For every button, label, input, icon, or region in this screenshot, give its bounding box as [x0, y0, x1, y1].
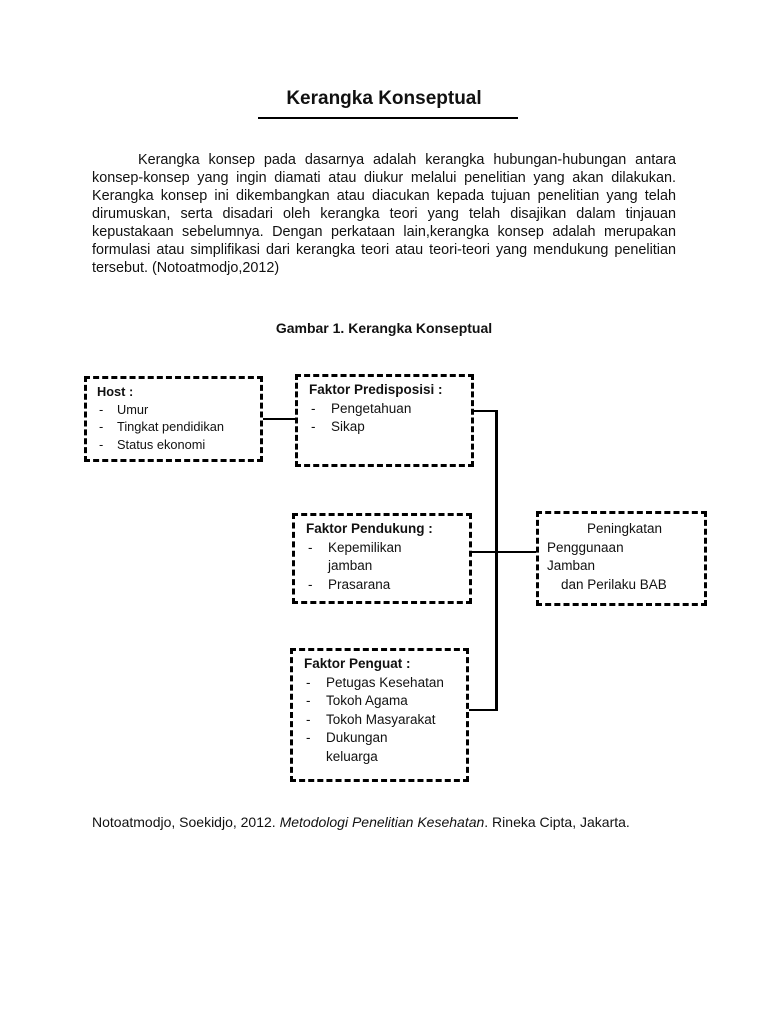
host-box: Host : Umur Tingkat pendidikan Status ek… [84, 376, 263, 462]
host-item: Umur [97, 401, 260, 419]
reference-book-title: Metodologi Penelitian Kesehatan [279, 814, 485, 830]
penguat-box: Faktor Penguat : Petugas Kesehatan Tokoh… [290, 648, 469, 782]
connector-pendukung-stub [472, 551, 496, 553]
penguat-item: Tokoh Masyarakat [304, 711, 454, 730]
title-underline [258, 117, 518, 119]
host-item: Tingkat pendidikan [97, 418, 260, 436]
figure-caption: Gambar 1. Kerangka Konseptual [275, 320, 493, 336]
reference-publisher: . Rineka Cipta, Jakarta. [484, 814, 630, 830]
page-title: Kerangka Konseptual [286, 88, 482, 109]
connector-predisposisi-stub [474, 410, 497, 412]
outcome-box: Peningkatan Penggunaan Jamban dan Perila… [536, 511, 707, 606]
connector-host-predisposisi [263, 418, 295, 420]
predisposisi-box: Faktor Predisposisi : Pengetahuan Sikap [295, 374, 474, 467]
pendukung-box-title: Faktor Pendukung : [306, 521, 433, 536]
penguat-item: Tokoh Agama [304, 692, 454, 711]
reference-authors: Notoatmodjo, Soekidjo, 2012. [92, 814, 280, 830]
penguat-item: Dukungan keluarga [304, 729, 406, 766]
predisposisi-item: Pengetahuan [309, 400, 471, 419]
pendukung-list: Kepemilikan jamban Prasarana [306, 539, 426, 595]
host-box-title: Host : [97, 384, 134, 399]
predisposisi-item: Sikap [309, 418, 471, 437]
pendukung-item: Prasarana [306, 576, 426, 595]
intro-paragraph: Kerangka konsep pada dasarnya adalah ker… [92, 152, 676, 276]
host-list: Umur Tingkat pendidikan Status ekonomi [97, 401, 260, 454]
predisposisi-box-title: Faktor Predisposisi : [309, 382, 443, 397]
outcome-line-3: dan Perilaku BAB [561, 576, 667, 592]
penguat-box-title: Faktor Penguat : [304, 656, 411, 671]
outcome-line-2: Penggunaan Jamban [547, 539, 624, 574]
host-item: Status ekonomi [97, 436, 260, 454]
penguat-item: Petugas Kesehatan [304, 674, 454, 693]
penguat-list: Petugas Kesehatan Tokoh Agama Tokoh Masy… [304, 674, 454, 767]
outcome-line-1: Peningkatan [587, 521, 663, 536]
connector-penguat-stub [469, 709, 496, 711]
predisposisi-list: Pengetahuan Sikap [309, 400, 471, 437]
pendukung-box: Faktor Pendukung : Kepemilikan jamban Pr… [292, 513, 472, 604]
reference-entry: Notoatmodjo, Soekidjo, 2012. Metodologi … [92, 813, 766, 831]
connector-vertical-trunk [495, 410, 498, 711]
connector-to-outcome [496, 551, 536, 553]
pendukung-item: Kepemilikan jamban [306, 539, 426, 576]
